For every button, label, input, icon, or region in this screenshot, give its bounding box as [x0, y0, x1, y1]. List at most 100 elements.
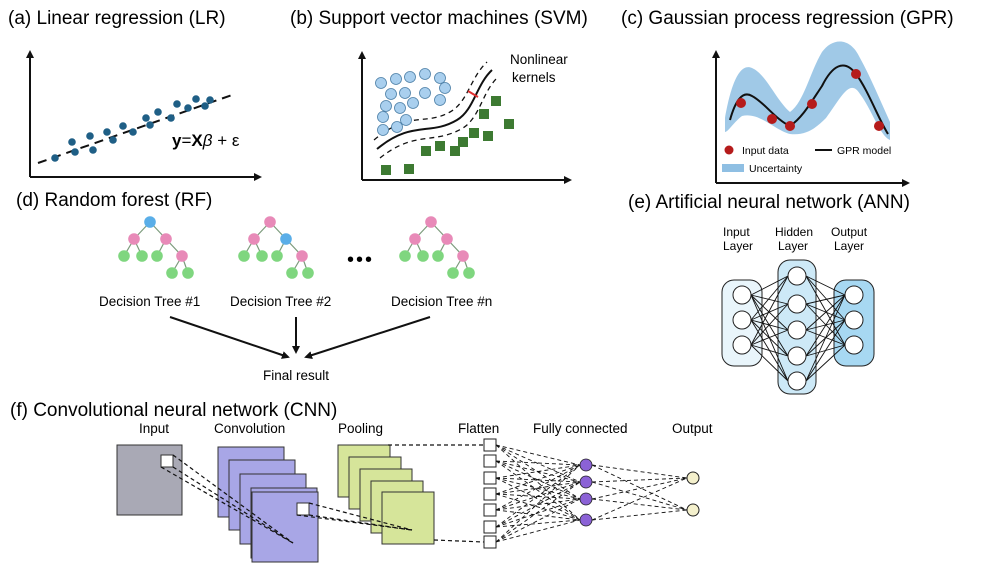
- ann-input-neuron: [732, 310, 752, 330]
- ann-edge: [750, 303, 789, 346]
- tree-node: [425, 216, 437, 228]
- cnn-edge: [495, 444, 581, 483]
- svm-square-point: [404, 164, 414, 174]
- svm-square-point: [458, 137, 468, 147]
- ann-neurons: [732, 266, 864, 391]
- ann-edge: [750, 275, 789, 346]
- cnn-flatten-unit: [483, 471, 497, 485]
- tree-node: [238, 250, 250, 262]
- tree-node: [409, 233, 421, 245]
- lr-fit-line: [37, 94, 233, 164]
- tree-node: [302, 267, 314, 279]
- cnn-edge: [591, 477, 688, 483]
- cnn-label-convolution: Convolution: [214, 421, 285, 436]
- tree-node: [256, 250, 268, 262]
- cnn-output-neuron: [686, 471, 700, 485]
- tree-node: [296, 250, 308, 262]
- ann-hidden-label-2: Layer: [778, 239, 808, 253]
- cnn-flatten-unit: [483, 520, 497, 534]
- gpr-point: [851, 69, 861, 79]
- tree-node: [136, 250, 148, 262]
- panel-d-random-forest: ••• Decision Tree #1 Decision Tree #2 De…: [99, 216, 492, 383]
- lr-point: [109, 136, 117, 144]
- cnn-edge: [591, 464, 688, 511]
- lr-point: [103, 128, 111, 136]
- ann-connections: [750, 275, 846, 382]
- ann-edge: [805, 275, 846, 346]
- gpr-legend-input-marker: [724, 145, 734, 155]
- svm-circle-point: [419, 87, 431, 99]
- panel-c-title: (c) Gaussian process regression (GPR): [621, 8, 954, 29]
- cnn-edge: [495, 460, 581, 466]
- lr-point: [71, 148, 79, 156]
- ann-edge: [750, 275, 789, 321]
- lr-point: [184, 104, 192, 112]
- cnn-edge: [495, 493, 581, 521]
- ann-input-neuron: [732, 335, 752, 355]
- tree-node: [166, 267, 178, 279]
- svm-circle-point: [394, 102, 406, 114]
- tree-node: [144, 216, 156, 228]
- svm-square-point: [421, 146, 431, 156]
- svm-square-point: [483, 131, 493, 141]
- cnn-fc-neuron: [579, 492, 593, 506]
- cnn-pool-map: [381, 491, 435, 545]
- gpr-legend-uncertainty-swatch: [722, 164, 744, 172]
- panel-e-ann: Input Layer Hidden Layer Output Layer: [721, 225, 875, 395]
- gpr-point: [767, 114, 777, 124]
- tree-node: [286, 267, 298, 279]
- svm-square-point: [479, 109, 489, 119]
- gpr-point: [736, 98, 746, 108]
- tree-node: [447, 267, 459, 279]
- gpr-legend-input: Input data: [742, 145, 789, 157]
- cnn-dense-connections: [495, 444, 688, 543]
- svm-class-b-points: [381, 96, 514, 175]
- panel-d-title: (d) Random forest (RF): [16, 190, 212, 211]
- lr-point: [192, 95, 200, 103]
- tree-node: [160, 233, 172, 245]
- tree-node: [118, 250, 130, 262]
- svm-annotation-line1: Nonlinear: [510, 52, 568, 67]
- tree-node: [441, 233, 453, 245]
- cnn-edge: [495, 498, 581, 528]
- ann-hidden-neuron: [787, 371, 807, 391]
- ann-edge: [805, 303, 846, 346]
- rf-tree-label-1: Decision Tree #1: [99, 294, 200, 309]
- ann-edge: [750, 275, 789, 296]
- rf-ellipsis: •••: [347, 249, 374, 271]
- svm-circle-point: [407, 97, 419, 109]
- cnn-edge: [495, 444, 581, 500]
- cnn-flatten-unit: [483, 487, 497, 501]
- cnn-edge: [495, 481, 581, 495]
- svm-decision-boundary: [376, 69, 493, 150]
- svm-square-point: [435, 141, 445, 151]
- ann-edge: [805, 344, 846, 382]
- svm-square-point: [469, 128, 479, 138]
- cnn-fully-connected-neurons: [579, 458, 593, 527]
- ann-output-neuron: [844, 310, 864, 330]
- ann-input-label-1: Input: [723, 225, 750, 239]
- ann-edge: [750, 294, 789, 357]
- svm-circle-point: [439, 82, 451, 94]
- cnn-edge: [495, 464, 581, 495]
- gpr-legend-uncertainty: Uncertainty: [749, 163, 803, 175]
- svm-margin-marker: [467, 90, 479, 98]
- gpr-legend-model: GPR model: [837, 145, 891, 157]
- tree-node: [432, 250, 444, 262]
- rf-tree-label-n: Decision Tree #n: [391, 294, 492, 309]
- ann-edge: [805, 294, 846, 357]
- tree-node: [457, 250, 469, 262]
- panel-a-linear-regression: y=Xβ + ε: [26, 50, 262, 181]
- svm-circle-point: [400, 114, 412, 126]
- tree-node: [399, 250, 411, 262]
- cnn-label-pooling: Pooling: [338, 421, 383, 436]
- ann-edge: [805, 294, 846, 305]
- cnn-edge: [495, 477, 581, 483]
- svm-circle-point: [391, 121, 403, 133]
- decision-tree-1: [118, 216, 194, 279]
- cnn-flatten-unit: [483, 438, 497, 452]
- ann-input-label-2: Layer: [723, 239, 753, 253]
- lr-point: [129, 128, 137, 136]
- ann-hidden-neuron: [787, 266, 807, 286]
- cnn-input-receptive-field: [160, 454, 174, 468]
